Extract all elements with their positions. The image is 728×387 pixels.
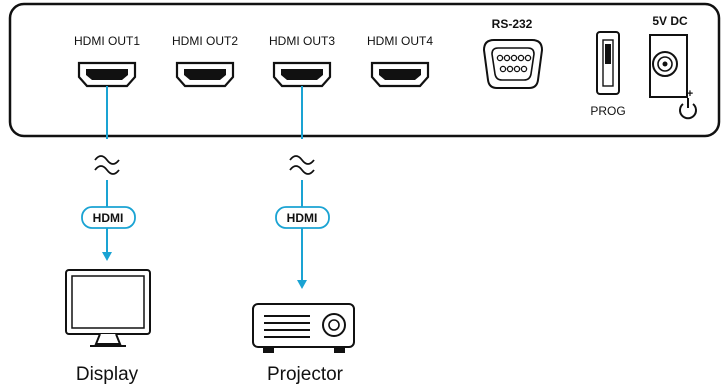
hdmi-out4-port <box>370 61 430 88</box>
display-label: Display <box>76 364 139 385</box>
monitor-icon <box>65 269 151 347</box>
dc-power-jack <box>649 34 688 98</box>
cable-type-badge: HDMI <box>81 206 136 229</box>
cable-out1 <box>102 86 112 261</box>
projector-label: Projector <box>267 364 344 385</box>
hdmi-out3-port <box>272 61 332 88</box>
cable-type-badge: HDMI <box>275 206 330 229</box>
hdmi-out1-port <box>77 61 137 88</box>
prog-usb-port <box>596 31 620 95</box>
cable-out3 <box>297 86 307 289</box>
rs232-port <box>482 39 544 89</box>
hdmi-out2-port <box>175 61 235 88</box>
prog-label: PROG <box>590 104 625 118</box>
power-symbol-icon <box>679 98 697 120</box>
rs232-label: RS-232 <box>492 17 533 31</box>
cable-break-icon <box>289 155 315 175</box>
polarity-plus-label: + <box>687 88 693 100</box>
cable-type-label: HDMI <box>93 211 124 225</box>
port-label-hdmi-out2: HDMI OUT2 <box>172 34 238 48</box>
port-label-hdmi-out4: HDMI OUT4 <box>367 34 433 48</box>
cable-type-label: HDMI <box>287 211 318 225</box>
device-rear-panel <box>8 2 721 138</box>
cable-break-icon <box>94 155 120 175</box>
port-label-hdmi-out3: HDMI OUT3 <box>269 34 335 48</box>
port-label-hdmi-out1: HDMI OUT1 <box>74 34 140 48</box>
projector-icon <box>252 303 355 353</box>
power-label: 5V DC <box>652 14 688 28</box>
